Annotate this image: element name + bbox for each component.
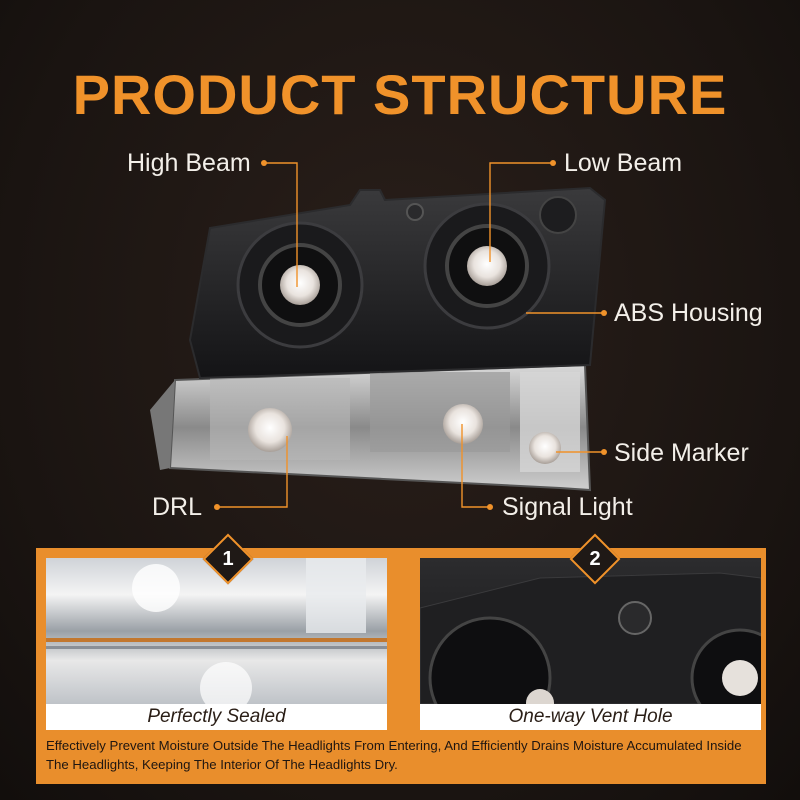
high-beam-marker — [261, 160, 267, 166]
high-beam-lens — [280, 265, 320, 305]
feature-description: Effectively Prevent Moisture Outside The… — [46, 738, 742, 772]
low-beam-label: Low Beam — [564, 149, 683, 177]
side-marker-bulb — [529, 432, 561, 464]
high-beam-label: High Beam — [127, 149, 251, 177]
signal-bulb — [443, 404, 483, 444]
abs-housing-label: ABS Housing — [614, 299, 763, 327]
adjuster-knob — [539, 196, 577, 234]
feature-number-1: 1 — [222, 548, 234, 570]
side-marker-marker — [601, 449, 607, 455]
vent-cap — [406, 203, 424, 221]
feature-number-2: 2 — [589, 548, 601, 570]
signal-light-label: Signal Light — [502, 493, 633, 521]
leader-lines — [217, 162, 604, 508]
sealed-detail-image — [46, 558, 387, 704]
abs-housing-marker — [601, 310, 607, 316]
feature-caption-2: One-way Vent Hole — [420, 704, 761, 730]
mount-bracket-left — [150, 380, 175, 470]
page-title: PRODUCT STRUCTURE — [72, 63, 728, 126]
drl-marker — [214, 504, 220, 510]
drl-bulb — [248, 408, 292, 452]
low-beam-lens — [467, 246, 507, 286]
side-marker-label: Side Marker — [614, 439, 749, 467]
signal-light-marker — [487, 504, 493, 510]
vent-detail-image — [420, 558, 761, 704]
feature-caption-1: Perfectly Sealed — [46, 704, 387, 730]
low-beam-marker — [550, 160, 556, 166]
signal-reflector — [370, 372, 510, 452]
drl-label: DRL — [152, 493, 203, 521]
